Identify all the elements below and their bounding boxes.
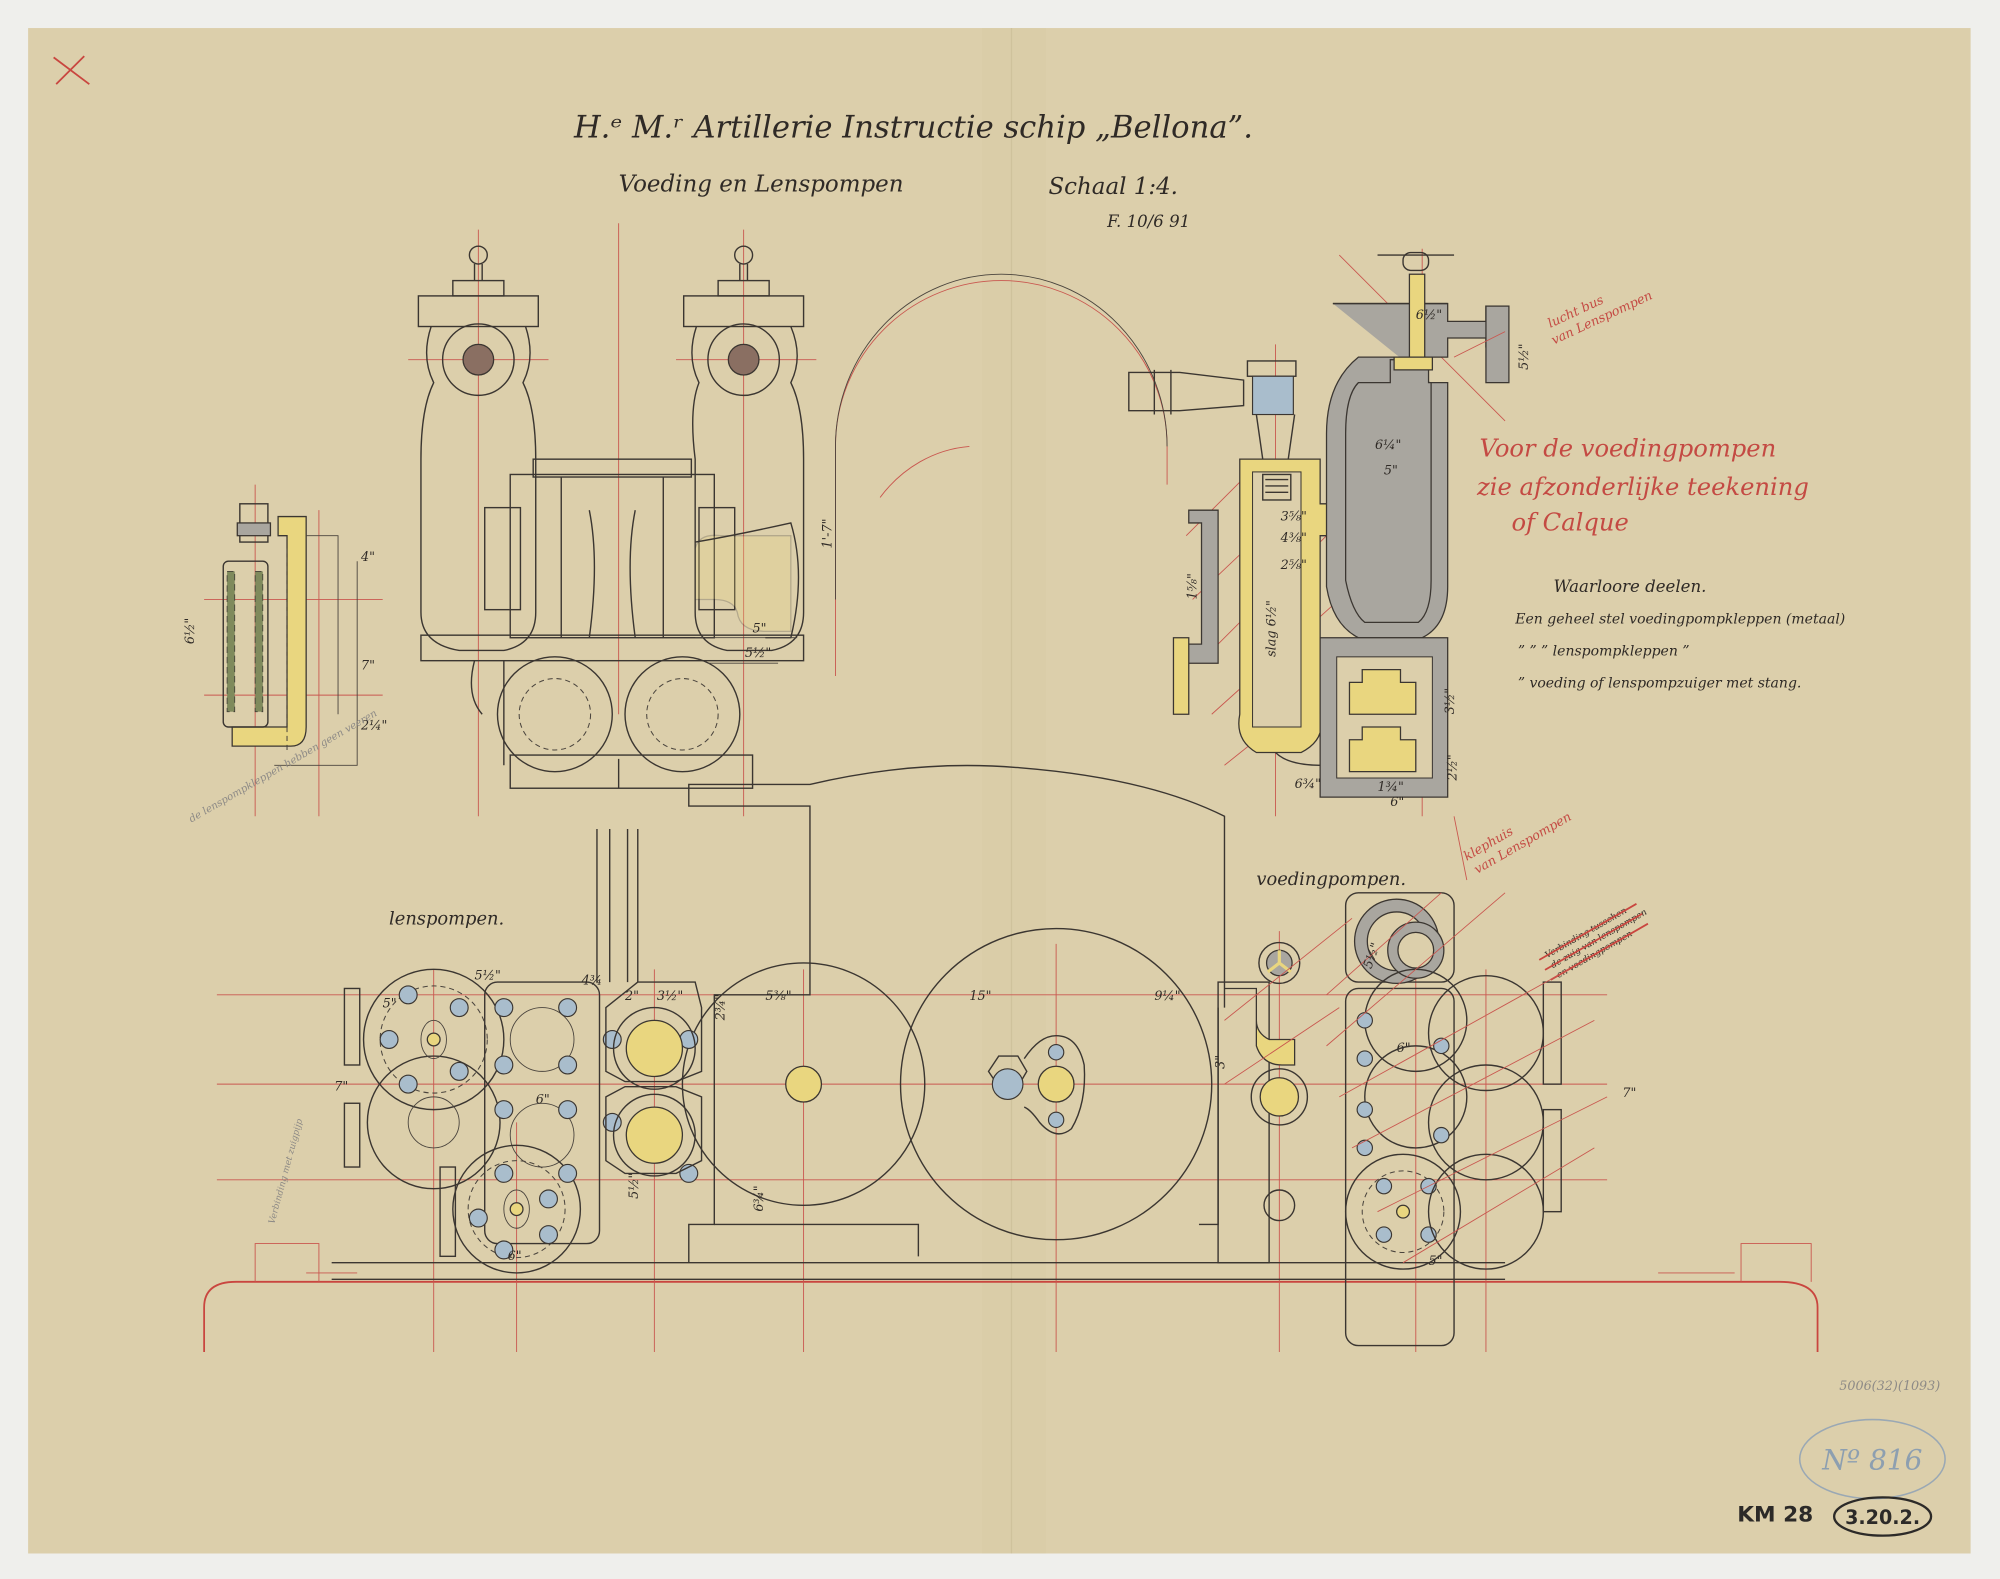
dim-label: 2"	[624, 989, 639, 1004]
dim-label: 3½"	[657, 989, 683, 1004]
dim-label: 3"	[1213, 1055, 1228, 1069]
archive-marks: 5006(32)(1093) Nº 816 KM 28 3.20.2.	[1737, 1379, 1946, 1537]
dim-label: 5"	[1384, 463, 1398, 478]
pump-plan-view: 5" 5½" 4¾ 2" 3½" 5⅜" 15" 9¼" 6" 7" 2¾" 6…	[203, 764, 1819, 1352]
label-voedingpompen: voedingpompen.	[1256, 869, 1406, 890]
title-block: H.ᵉ M.ʳ Artillerie Instructie schip „Bel…	[573, 111, 1253, 231]
km-mark: KM 28	[1737, 1503, 1813, 1528]
pump-front-elevation: 5½" 5"	[408, 223, 817, 817]
paper-fold-shade	[982, 28, 1046, 1554]
dim-label: 4¾	[581, 974, 602, 989]
spare-parts-item: Een geheel stel voedingpompkleppen (meta…	[1514, 612, 1845, 628]
archive-code-oval	[1832, 1496, 1933, 1537]
red-note-voedingpompen: Voor de voedingpompen zie afzonderlijke …	[1476, 435, 1809, 537]
dim-label: 6"	[508, 1249, 522, 1264]
dim-label: 3⅝"	[1281, 509, 1307, 524]
dim-label: 4⅜"	[1280, 531, 1307, 546]
scale-label: Schaal 1:4.	[1048, 174, 1178, 200]
dim-label: 5½"	[1517, 344, 1532, 370]
bolt-holes-right	[1356, 1012, 1450, 1243]
number-stamp: Nº 816	[1821, 1443, 1922, 1476]
dim-label: 7"	[1622, 1086, 1636, 1101]
archive-code: 3.20.2.	[1845, 1506, 1920, 1529]
dim-label: 5"	[383, 997, 397, 1012]
red-note-line: Voor de voedingpompen	[1480, 435, 1777, 463]
dim-label: 6¼"	[1375, 438, 1401, 453]
dim-label: 7"	[361, 659, 375, 674]
dim-label: slag 6½"	[1264, 600, 1279, 657]
dim-label: 2¾"	[714, 994, 729, 1021]
title-line1: H.ᵉ M.ʳ Artillerie Instructie schip „Bel…	[573, 111, 1253, 146]
dim-label: 6"	[1397, 1041, 1411, 1056]
spare-parts-list: Waarloore deelen. Een geheel stel voedin…	[1514, 577, 1845, 692]
catalog-number: 5006(32)(1093)	[1839, 1379, 1940, 1394]
dim-label: 5½"	[745, 646, 771, 661]
dim-label: 2½"	[1446, 754, 1461, 781]
dim-label: 5½"	[627, 1173, 642, 1199]
bolt-holes	[379, 985, 699, 1260]
dim-label: 1⅝"	[1185, 573, 1200, 599]
pump-section-view: 6¼" 5" 6½" 1⅝" 6¾" 6" slag 6½" 4⅜" 3⅝" 2…	[1128, 248, 1532, 881]
dim-label: 4"	[360, 550, 375, 565]
dim-label: 5"	[1429, 1254, 1443, 1269]
dim-label: 5⅜"	[765, 989, 791, 1004]
date-label: F. 10/6 91	[1106, 212, 1190, 231]
dim-label: 6¾"	[752, 1185, 767, 1211]
dim-label: 6¾"	[1295, 777, 1321, 792]
spare-parts-item: ” ” ” lenspompkleppen ”	[1518, 644, 1690, 660]
spare-parts-heading: Waarloore deelen.	[1554, 577, 1707, 596]
dim-label: 15"	[969, 989, 991, 1004]
label-lenspompen: lenspompen.	[389, 909, 504, 930]
dim-label: 1¾"	[1378, 780, 1404, 795]
dim-label: 6½"	[1416, 308, 1442, 323]
red-x-mark	[53, 55, 90, 85]
dim-label: 6"	[536, 1092, 550, 1107]
dim-label: 2⅝"	[1280, 558, 1307, 573]
dim-label: 5"	[753, 622, 767, 637]
dim-label: 3½"	[1443, 688, 1458, 714]
dim-label: 9¼"	[1154, 989, 1180, 1004]
dim-label: 7"	[334, 1080, 348, 1095]
red-note-line: zie afzonderlijke teekening	[1476, 473, 1809, 501]
dim-label: 6"	[1390, 795, 1404, 810]
dim-label: 5½"	[475, 969, 501, 984]
title-line2: Voeding en Lenspompen	[619, 171, 904, 197]
spare-parts-item: ” voeding of lenspompzuiger met stang.	[1518, 675, 1802, 691]
dim-label: 1'-7"	[821, 519, 836, 549]
dim-label: 6½"	[183, 618, 198, 644]
red-note-line: of Calque	[1511, 509, 1628, 537]
dim-label: 2¼"	[360, 719, 387, 734]
flywheel-clearance-arc: 1'-7"	[821, 273, 1168, 676]
